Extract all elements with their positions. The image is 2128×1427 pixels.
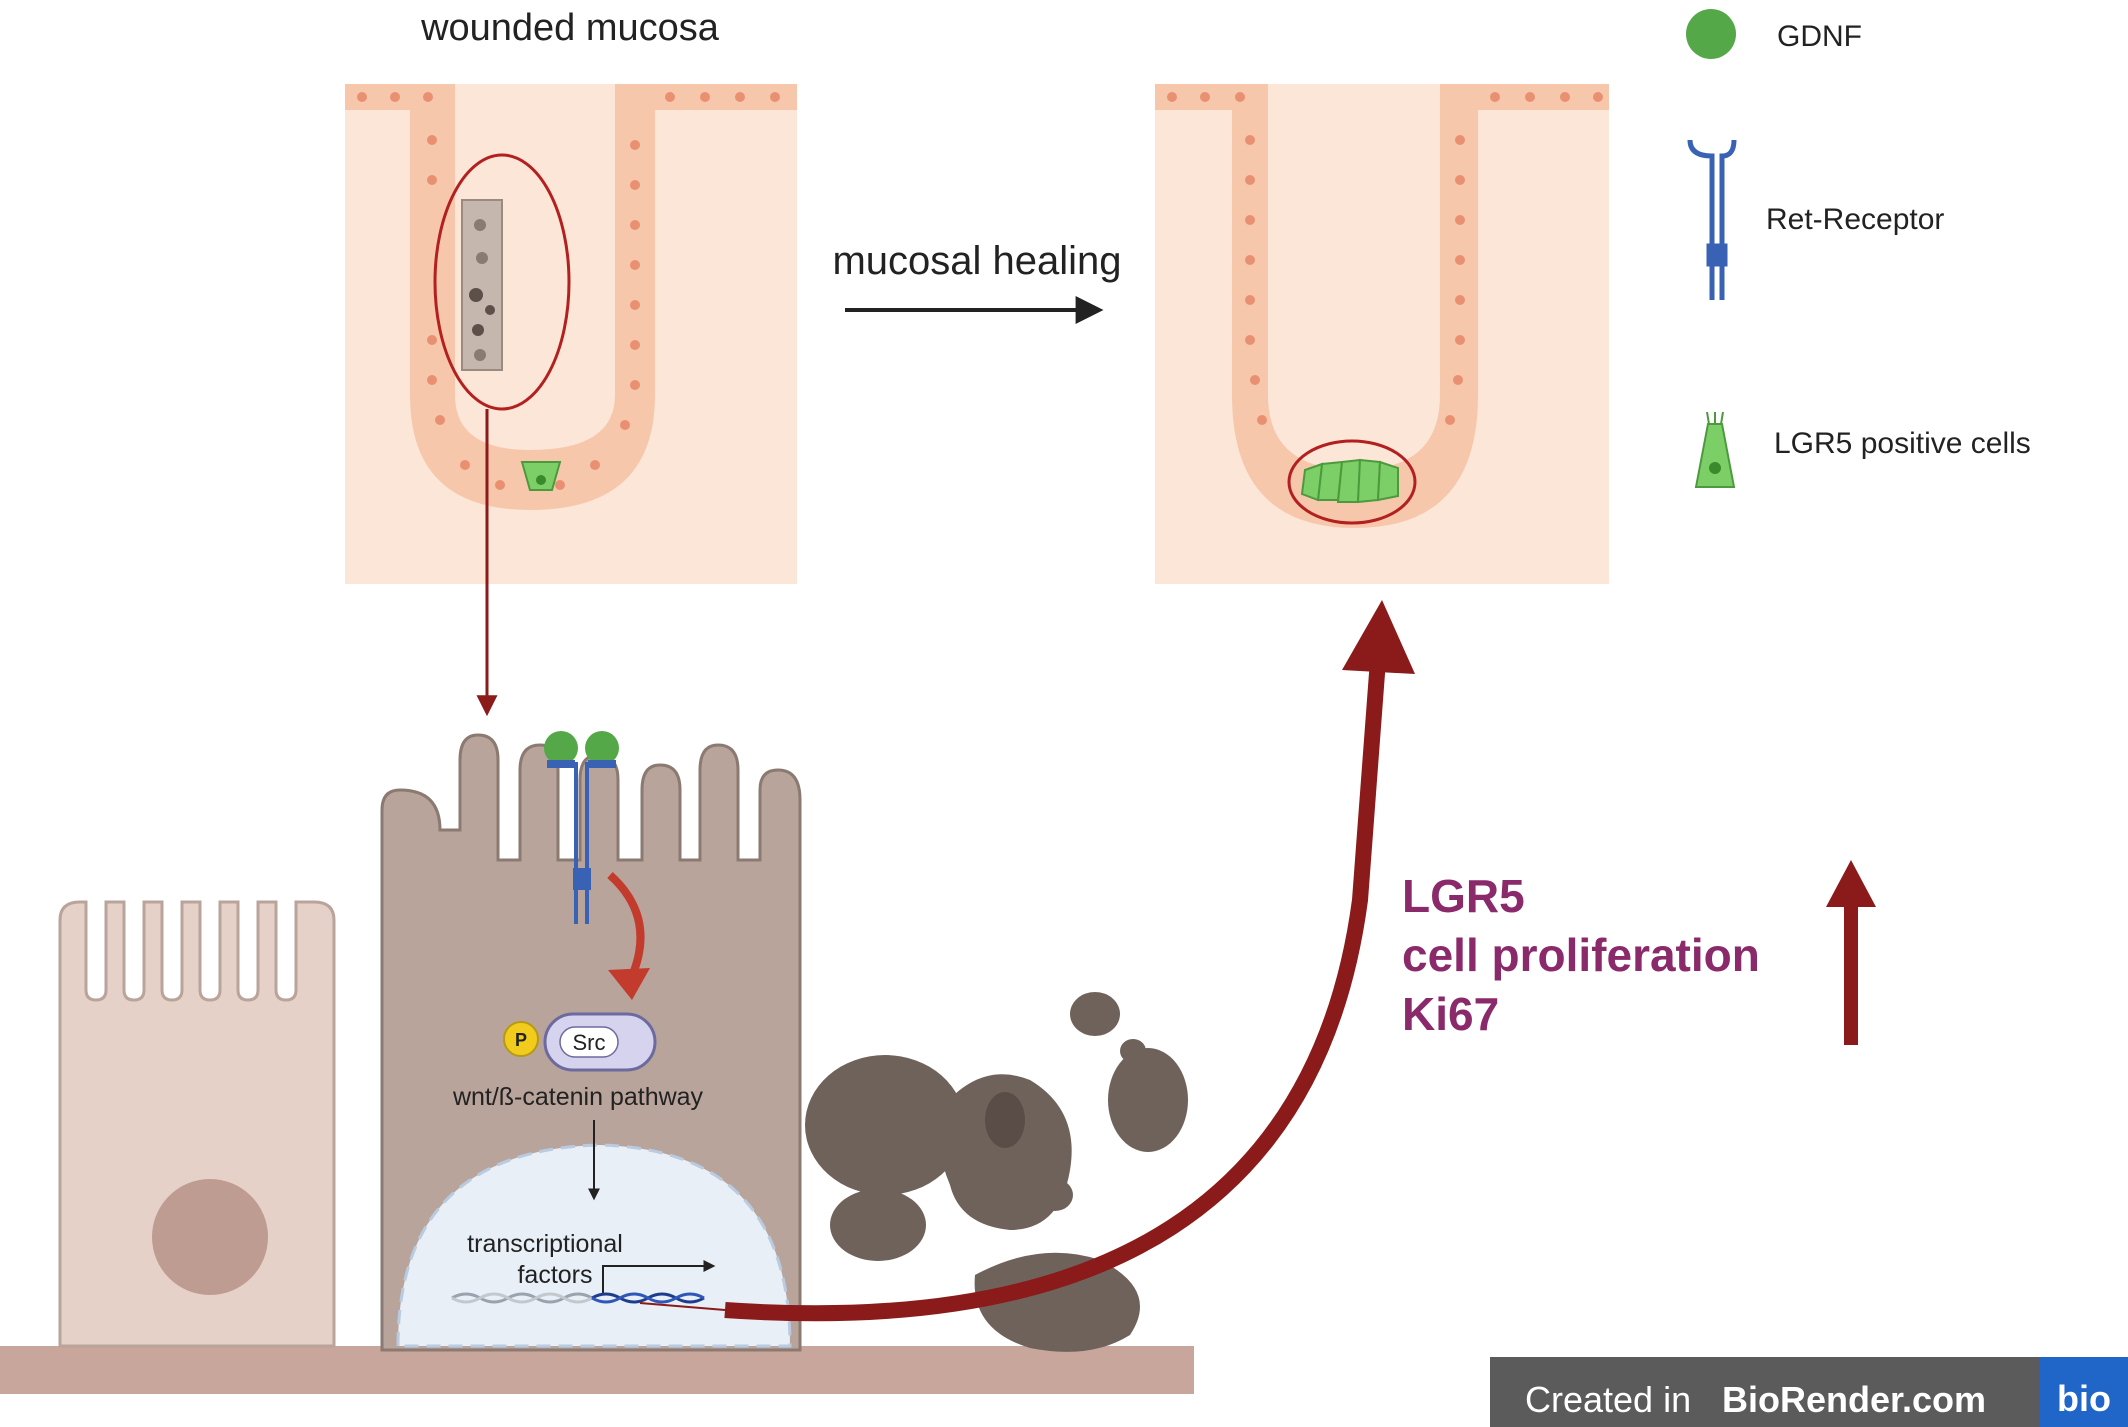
watermark-prefix: Created in	[1525, 1379, 1691, 1420]
tf-label-line2: factors	[517, 1261, 592, 1289]
src-label: Src	[573, 1030, 606, 1055]
watermark-brand: BioRender.com	[1722, 1379, 1986, 1420]
healthy-epithelial-cell	[58, 900, 336, 1348]
lgr5-cell-legend-icon	[1694, 411, 1736, 488]
outcome-line1: LGR5	[1402, 870, 1525, 922]
legend-label-gdnf: GDNF	[1777, 20, 1862, 53]
title-wounded-mucosa: wounded mucosa	[420, 7, 720, 49]
apoptotic-debris	[805, 992, 1188, 1352]
process-label-mucosal-healing: mucosal healing	[832, 239, 1121, 283]
phospho-badge	[503, 1021, 539, 1057]
increase-arrow-icon	[1826, 860, 1876, 1045]
outcome-line3: Ki67	[1402, 988, 1499, 1040]
transcription-arrow	[602, 1260, 716, 1295]
pathway-label: wnt/ß-catenin pathway	[452, 1083, 704, 1111]
src-kinase: Src P	[503, 1012, 657, 1072]
proliferation-arrow	[724, 659, 1386, 1322]
legend: GDNF Ret-Receptor LGR5 positive cells	[1686, 9, 2031, 488]
gdnf-legend-icon	[1686, 9, 1736, 59]
wounded-crypt	[345, 84, 797, 584]
legend-label-lgr5-cells: LGR5 positive cells	[1774, 427, 2031, 460]
healed-crypt	[1155, 84, 1609, 584]
biorender-watermark: Created in BioRender.com bio	[1490, 1357, 2128, 1427]
dna-strand	[451, 1292, 705, 1304]
watermark-logo: bio	[2057, 1378, 2111, 1419]
outcome-line2: cell proliferation	[1402, 929, 1760, 981]
legend-label-ret-receptor: Ret-Receptor	[1766, 203, 1944, 236]
tf-label-line1: transcriptional	[467, 1230, 623, 1258]
phospho-label: P	[515, 1030, 527, 1050]
basement-membrane	[0, 1346, 1194, 1394]
gdnf-receptor-complex	[544, 731, 619, 924]
ret-receptor-legend-icon	[1687, 139, 1737, 300]
